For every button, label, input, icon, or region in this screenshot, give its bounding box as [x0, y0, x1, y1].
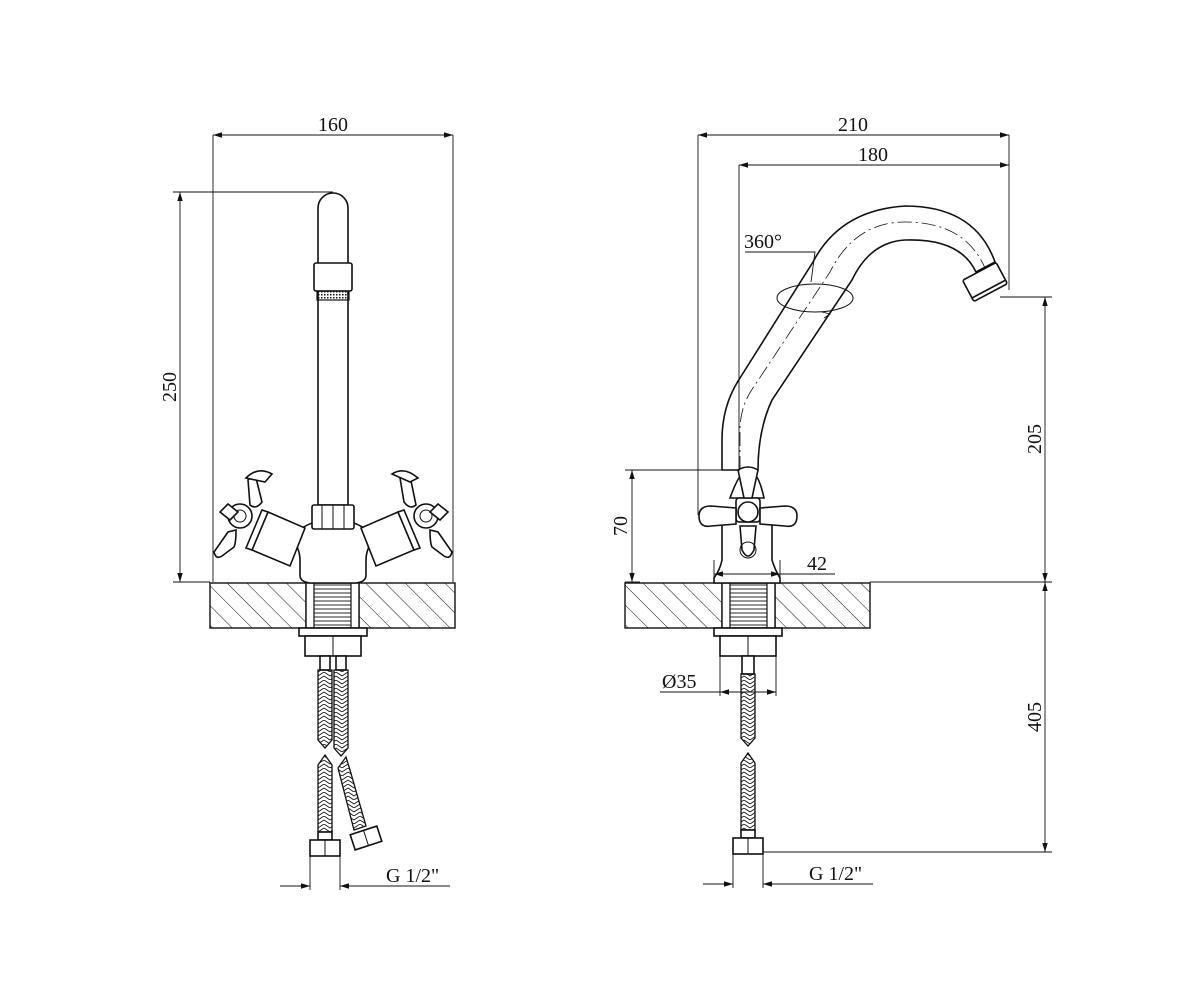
- side-total-width-label: 210: [838, 114, 868, 136]
- front-right-valve: [359, 470, 453, 568]
- side-spout: [721, 205, 1008, 471]
- hole-diameter-label: Ø35: [662, 671, 696, 693]
- side-mount-nut: [713, 627, 783, 657]
- front-hoses: [309, 655, 383, 857]
- front-view: 160 250 G 1/2": [159, 114, 456, 890]
- front-connection-label: G 1/2": [386, 865, 439, 887]
- front-mount-nut: [298, 627, 368, 657]
- rotation-label: 360°: [744, 231, 782, 253]
- side-valve-body: [698, 466, 798, 584]
- front-left-valve: [213, 470, 307, 568]
- base-width-label: 42: [807, 553, 827, 575]
- side-dimension-lines: [625, 132, 1052, 888]
- spout-height-label: 205: [1024, 424, 1046, 454]
- side-countertop: [624, 582, 871, 629]
- side-connection-label: G 1/2": [809, 863, 862, 885]
- front-width-label: 160: [318, 114, 348, 136]
- side-spout-width-label: 180: [858, 144, 888, 166]
- front-dimension-lines: [173, 132, 454, 890]
- handle-height-label: 70: [610, 516, 632, 536]
- side-hose: [732, 655, 764, 855]
- hose-length-label: 405: [1024, 702, 1046, 732]
- side-view: 210 180 360° 205 70 42 Ø35 405 G 1/2": [610, 114, 1052, 888]
- front-spout: [313, 192, 353, 506]
- front-countertop: [209, 582, 456, 629]
- front-height-label: 250: [159, 372, 181, 402]
- front-body: [288, 504, 378, 584]
